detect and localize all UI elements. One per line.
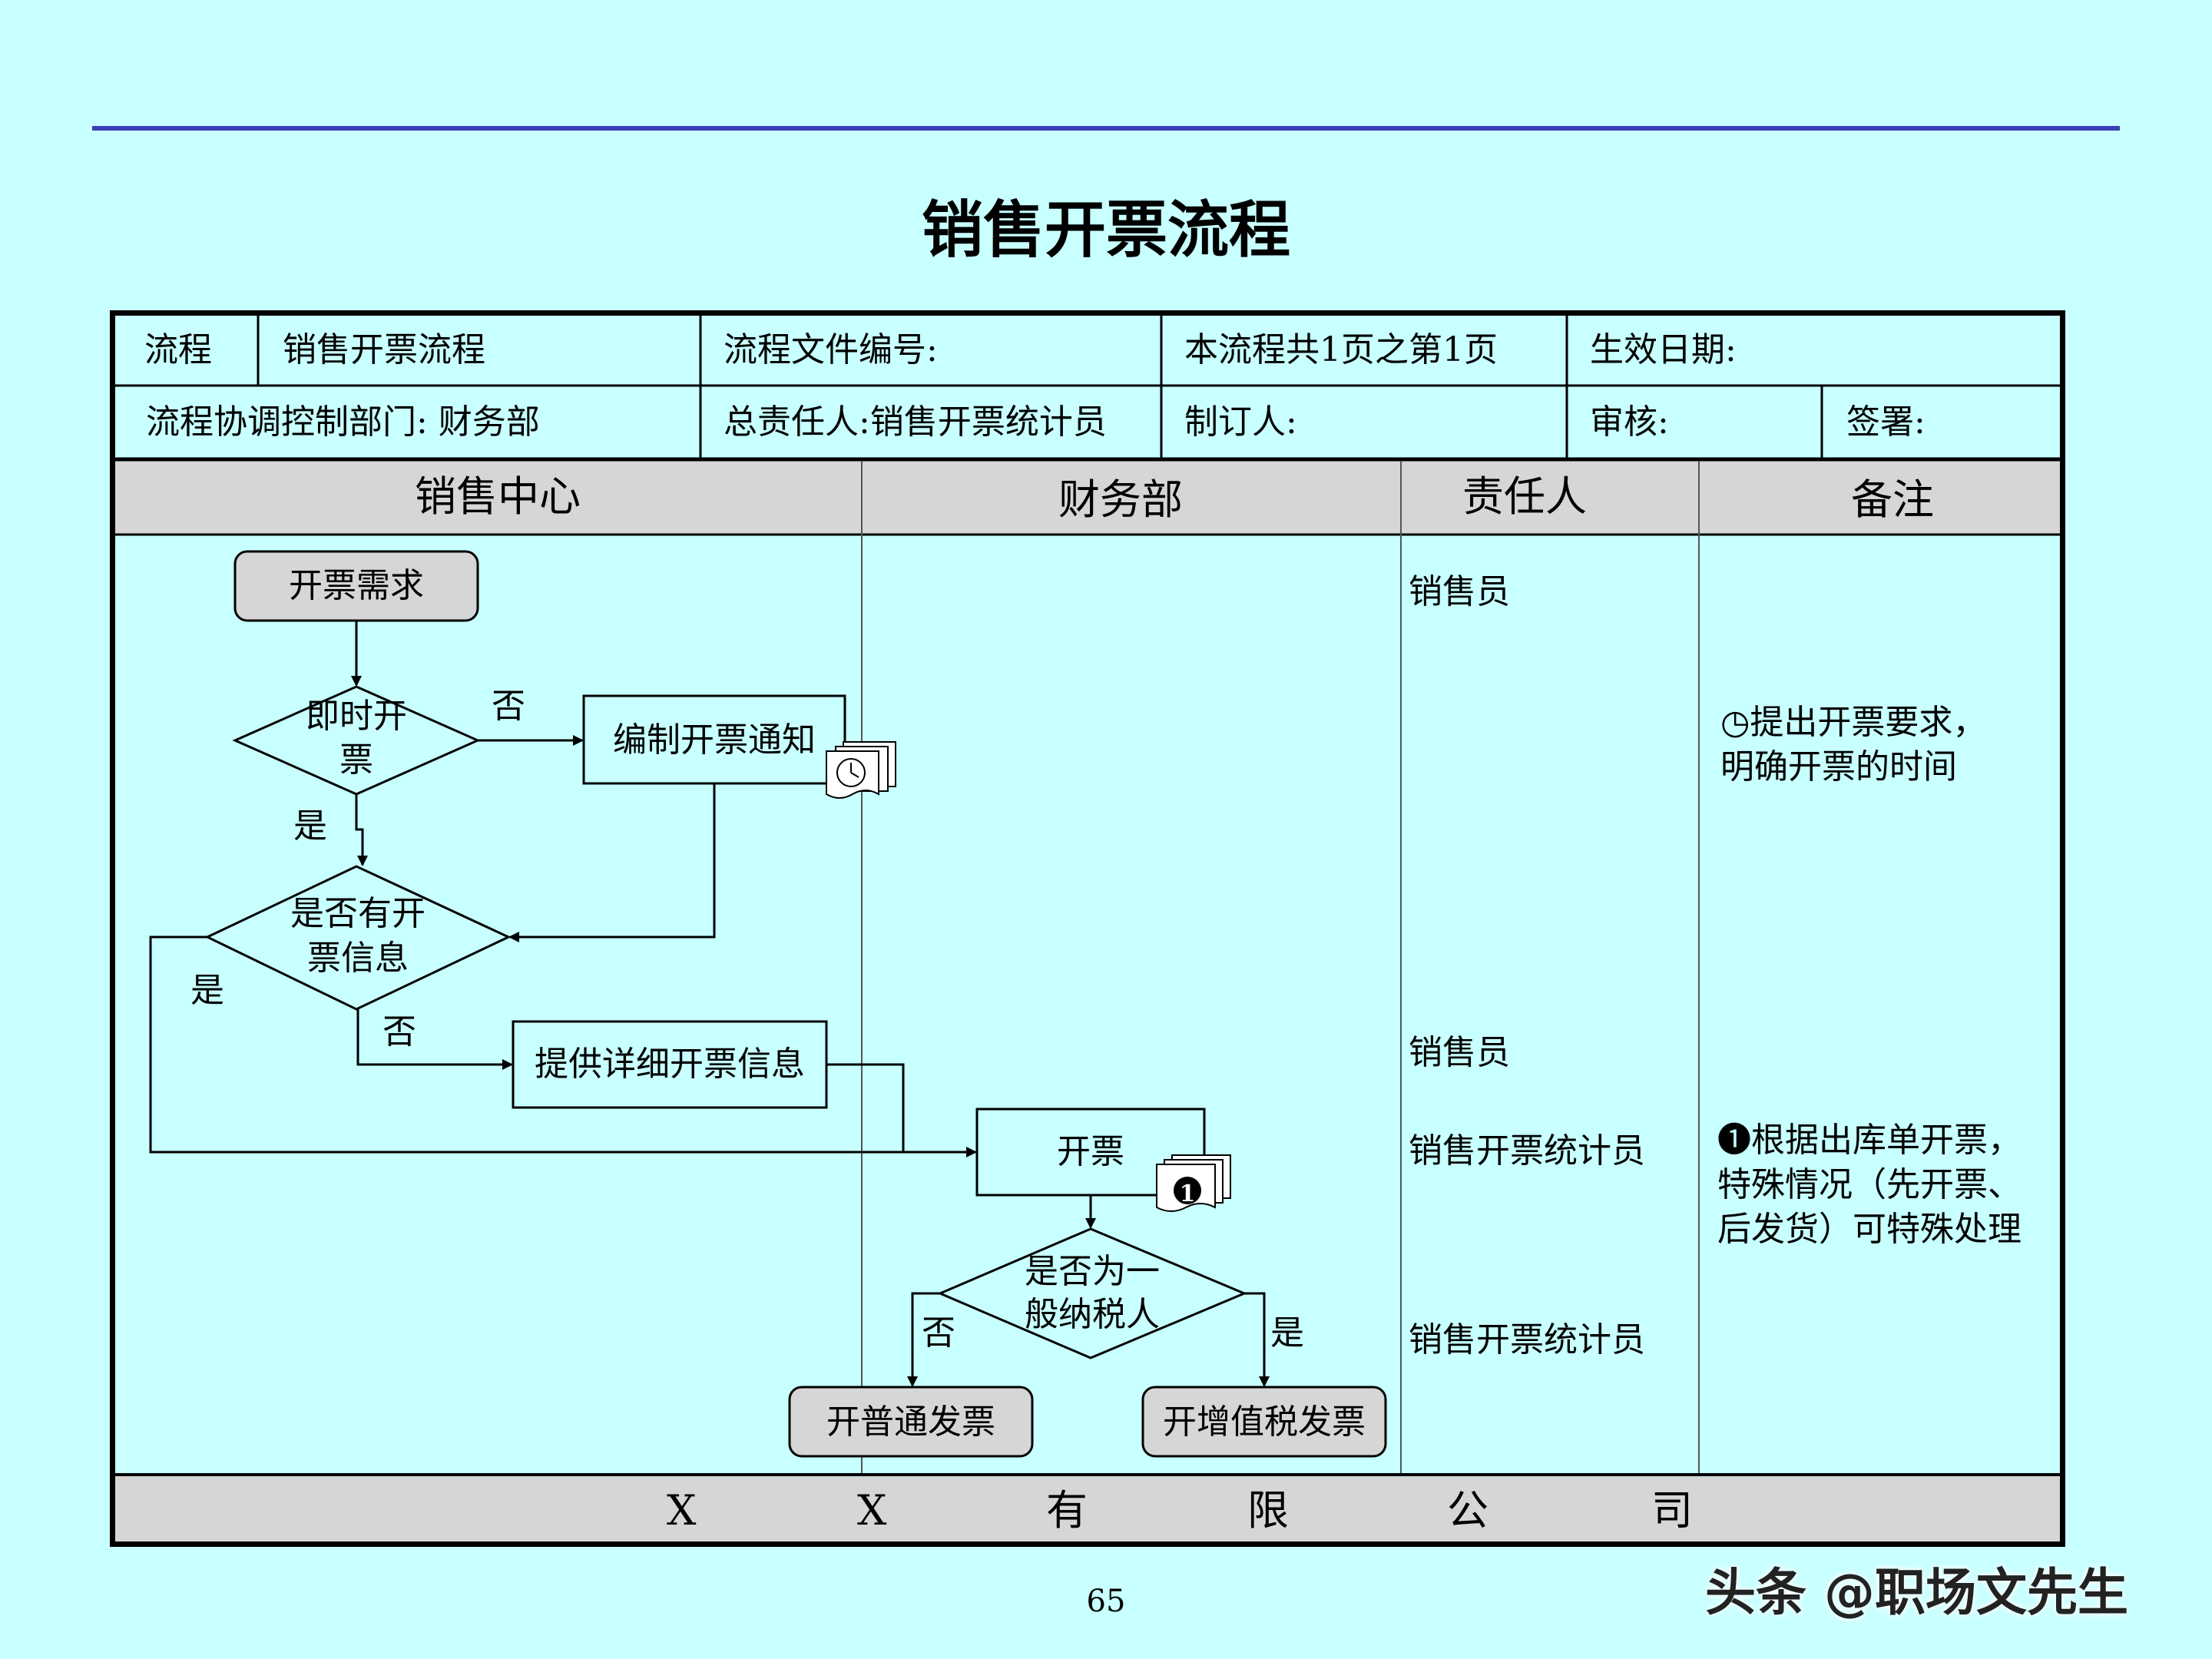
- effective-date-label: 生效日期:: [1590, 330, 1737, 369]
- outer-frame: [110, 310, 2065, 1547]
- decision-info-line2: 票信息: [307, 939, 409, 978]
- responsible-3: 销售开票统计员: [1409, 1131, 1645, 1171]
- file-no-label: 流程文件编号:: [724, 330, 938, 369]
- edge-label-yes-3: 是: [1270, 1313, 1304, 1353]
- sign-label: 签署:: [1846, 402, 1926, 442]
- decision-taxpayer-line2: 般纳税人: [1025, 1295, 1160, 1334]
- edge-label-yes-2: 是: [190, 971, 224, 1010]
- note-2-line-2: 特殊情况（先开票、: [1717, 1165, 2022, 1204]
- start-node-label: 开票需求: [289, 566, 424, 605]
- decision-info-line1: 是否有开: [290, 894, 426, 933]
- note-1-line-2: 明确开票的时间: [1720, 747, 1957, 786]
- footer-char-2: X: [857, 1486, 887, 1535]
- note-2: ❶根据出库单开票， 特殊情况（先开票、 后发货）可特殊处理: [1717, 1118, 2022, 1252]
- watermark: 头条 @职场文先生: [1705, 1563, 2128, 1622]
- review-label: 审核:: [1590, 402, 1669, 442]
- edge-provide-to-invoice: [826, 1063, 905, 1152]
- owner-label: 总责任人:销售开票统计员: [724, 402, 1107, 442]
- number-1-icon: [1174, 1177, 1201, 1204]
- edge-label-no-2: 否: [382, 1012, 416, 1051]
- edge-label-no-3: 否: [922, 1313, 955, 1353]
- compile-notice-node: [582, 694, 846, 785]
- footer-band: [113, 1475, 2062, 1544]
- decision-info: [204, 865, 512, 1011]
- edge-taxpayer-yes: [1244, 1292, 1270, 1387]
- responsible-1: 销售员: [1409, 572, 1510, 611]
- column-header-responsible: 责任人: [1462, 472, 1587, 521]
- column-header-finance: 财务部: [1058, 475, 1183, 524]
- top-rule: [92, 126, 2120, 131]
- invoice-label: 开票: [1057, 1132, 1124, 1171]
- ordinary-invoice-label: 开普通发票: [826, 1402, 995, 1442]
- responsible-2: 销售员: [1409, 1033, 1510, 1072]
- note-1-line-1: ◷提出开票要求，: [1720, 703, 1987, 742]
- decision-immediate-line1: 即时开: [306, 697, 407, 736]
- note-1: ◷提出开票要求， 明确开票的时间: [1720, 700, 1986, 790]
- note-2-line-1: ❶根据出库单开票，: [1717, 1121, 2022, 1160]
- edge-notice-to-info: [508, 783, 716, 942]
- ordinary-invoice-node: [788, 1386, 1034, 1458]
- column-header-band: [113, 461, 2062, 535]
- note-2-line-3: 后发货）可特殊处理: [1717, 1210, 2022, 1249]
- column-header-sales: 销售中心: [415, 472, 581, 521]
- decision-taxpayer: [937, 1227, 1247, 1359]
- footer-char-1: X: [667, 1486, 697, 1535]
- decision-immediate-line2: 票: [339, 740, 373, 780]
- decision-taxpayer-line1: 是否为一: [1025, 1252, 1160, 1291]
- process-name: 销售开票流程: [283, 330, 485, 369]
- page-number: 65: [1086, 1584, 1126, 1619]
- vat-invoice-label: 开增值税发票: [1163, 1402, 1366, 1442]
- column-header-notes: 备注: [1851, 475, 1934, 524]
- edge-label-no-1: 否: [492, 687, 525, 726]
- pages-label: 本流程共1页之第1页: [1184, 330, 1498, 369]
- number-doc-badge: 1: [1156, 1154, 1231, 1212]
- page-title: 销售开票流程: [922, 194, 1290, 266]
- edge-info-yes: [149, 935, 977, 1157]
- responsible-4: 销售开票统计员: [1409, 1320, 1645, 1359]
- author-label: 制订人:: [1184, 402, 1297, 442]
- compile-notice-label: 编制开票通知: [613, 720, 816, 760]
- dept-label: 流程协调控制部门: 财务部: [146, 402, 540, 442]
- clock-doc-badge: [826, 741, 896, 799]
- footer-char-4: 限: [1247, 1486, 1289, 1535]
- svg-text:1: 1: [1180, 1181, 1196, 1207]
- footer-char-6: 司: [1651, 1486, 1693, 1535]
- process-label: 流程: [144, 330, 212, 369]
- edge-info-no: [356, 1009, 513, 1070]
- provide-info-label: 提供详细开票信息: [535, 1045, 805, 1084]
- edge-taxpayer-no: [907, 1292, 940, 1387]
- edge-immediate-yes: [355, 794, 368, 866]
- edge-label-yes-1: 是: [293, 806, 327, 846]
- footer-char-3: 有: [1046, 1486, 1088, 1535]
- footer-char-5: 公: [1447, 1486, 1488, 1535]
- vat-invoice-node: [1141, 1386, 1387, 1458]
